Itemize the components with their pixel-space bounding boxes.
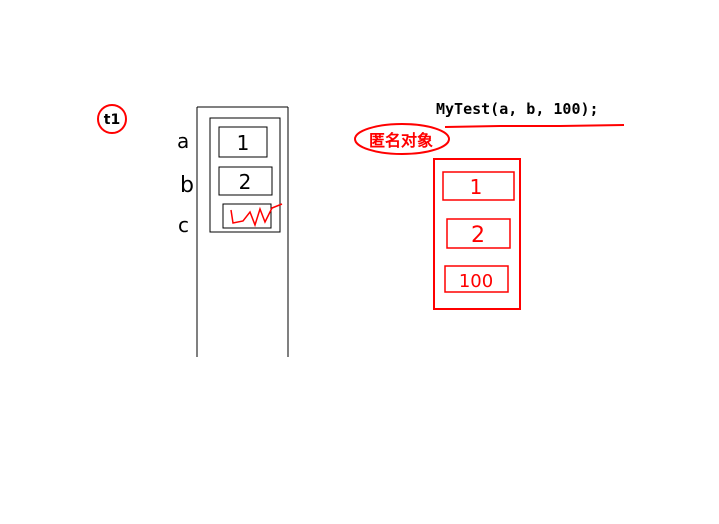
field-c (222, 203, 283, 229)
anon-field-3-value: 100 (459, 271, 493, 292)
anonymous-text: 匿名对象 (369, 131, 433, 150)
field-a-value: 1 (237, 131, 250, 155)
stack-column (196, 106, 289, 357)
t1-text: t1 (104, 112, 120, 128)
anon-field-2-value: 2 (471, 223, 485, 248)
t1-object-frame (209, 117, 281, 233)
anon-field-2: 2 (446, 218, 511, 249)
var-b-label: b (180, 173, 194, 198)
anonymous-label: 匿名对象 (354, 123, 450, 155)
t1-label: t1 (97, 104, 127, 134)
anon-field-1: 1 (442, 171, 515, 201)
field-a: 1 (218, 126, 268, 158)
field-b-value: 2 (239, 170, 252, 194)
code-call: MyTest(a, b, 100); (436, 100, 599, 118)
code-underline (444, 124, 625, 128)
var-a-label: a (177, 129, 189, 153)
c-scribble (230, 203, 283, 228)
variable-labels: a b c (177, 129, 194, 237)
anonymous-object-frame (433, 158, 521, 310)
field-b: 2 (218, 166, 273, 196)
anon-field-1-value: 1 (470, 175, 483, 199)
anon-field-3: 100 (444, 265, 509, 293)
var-c-label: c (178, 213, 189, 237)
